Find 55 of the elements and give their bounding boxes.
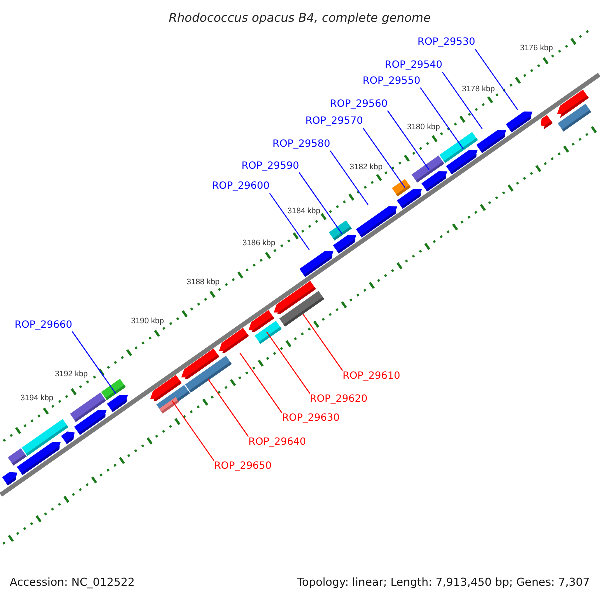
gene-feature <box>475 129 508 155</box>
gene-label: ROP_29640 <box>248 436 306 449</box>
gene-label: ROP_29600 <box>212 181 270 194</box>
gene-feature <box>218 327 251 353</box>
gene-label: ROP_29560 <box>330 98 388 111</box>
gene-feature <box>396 188 424 210</box>
footer-note: Accession: NC_012522 <box>10 576 136 590</box>
gene-feature <box>445 149 479 176</box>
leader-line <box>298 172 343 234</box>
scale-label: 3178 kbp <box>462 84 496 94</box>
leader-line <box>420 87 464 150</box>
scale-label: 3194 kbp <box>20 394 54 403</box>
leader-line <box>208 378 250 438</box>
leader-line <box>72 331 117 394</box>
gene-feature <box>149 374 183 401</box>
scale-label: 3186 kbp <box>242 238 276 248</box>
gene-label: ROP_29630 <box>282 413 340 426</box>
gene-label: ROP_29590 <box>242 160 300 173</box>
gene-label: ROP_29620 <box>310 394 368 406</box>
gene-feature <box>420 170 449 193</box>
gene-feature <box>298 250 335 279</box>
scale-label: 3192 kbp <box>55 370 88 379</box>
leader-line <box>302 314 344 372</box>
gene-feature <box>332 234 358 255</box>
scale-label: 3180 kbp <box>407 122 440 132</box>
gene-feature <box>180 347 221 379</box>
scale-label: 3176 kbp <box>520 43 554 52</box>
leader-line <box>266 332 311 394</box>
gene-label: ROP_29570 <box>306 116 364 128</box>
diagram-title: Rhodococcus opacus B4, complete genome <box>168 11 431 25</box>
gene-label: ROP_29540 <box>385 60 443 72</box>
gene-feature <box>273 280 318 314</box>
gene-label: ROP_29660 <box>14 320 72 332</box>
gene-label: ROP_29580 <box>272 139 330 152</box>
gene-label: ROP_29530 <box>418 37 476 50</box>
footer-note: Topology: linear; Length: 7,913,450 bp; Genes: 7,307 <box>297 576 590 590</box>
gene-label: ROP_29610 <box>342 370 400 383</box>
scale-label: 3190 kbp <box>131 316 164 326</box>
gene-label: ROP_29550 <box>362 76 421 88</box>
gene-feature <box>505 110 534 134</box>
gene-feature <box>106 394 130 414</box>
scale-label: 3184 kbp <box>288 206 321 216</box>
leader-line <box>172 400 215 462</box>
leader-line <box>474 48 518 110</box>
leader-line <box>362 128 406 188</box>
leader-line <box>442 72 483 130</box>
scale-label: 3188 kbp <box>186 277 220 286</box>
scale-label: 3182 kbp <box>350 162 383 172</box>
leader-line <box>387 110 430 170</box>
leader-line <box>330 150 369 206</box>
leader-line <box>269 193 310 250</box>
gene-feature <box>247 309 276 332</box>
gene-feature <box>355 205 399 239</box>
leader-line <box>240 352 283 414</box>
gene-label: ROP_29650 <box>214 460 272 473</box>
